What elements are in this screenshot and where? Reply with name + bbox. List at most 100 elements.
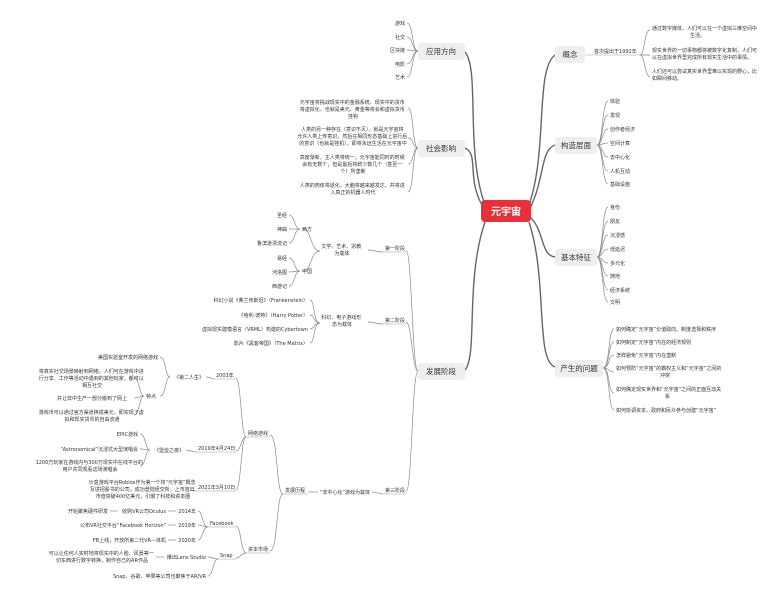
feature-item-connector [596, 220, 609, 258]
impact-branch[interactable]: 社会影响 元宇宙将挑战现实中的金融系统、现实中的货币 将虚拟化、也就是美元、黄金… [297, 99, 465, 196]
feature-item-connector [596, 256, 609, 291]
china-item-2: 河洛图 [272, 269, 287, 276]
y2003-first: 美国实验室开发的网络游戏 [98, 354, 158, 361]
application-label: 应用方向 [426, 46, 456, 56]
layers-label: 构造层面 [561, 140, 591, 150]
impact-label: 社会影响 [426, 143, 456, 153]
problems-label: 产生的问题 [560, 363, 598, 373]
layer-item-1: 体验 [610, 98, 620, 105]
y2003-game: 《第二人生》 [174, 374, 204, 381]
west-item-2: 神曲 [277, 226, 287, 233]
west-item-3: 鲁滨逊漂流记 [257, 240, 287, 247]
concept-label: 概念 [563, 49, 578, 59]
concept-branch[interactable]: 概念 首次提出于1992年 通过数字媒体，人们可以在一个虚拟三维空间中 生活。 … [555, 25, 759, 82]
y2003-feature-3: 游戏币可以通过官方渠道换成美元，即实现了虚 拟和现实货币的自由流通 [39, 409, 146, 423]
y2019-item-1: EPIC游戏 [117, 431, 138, 438]
y2019-item-2: “Astronomical”沉浸式大型演唱会 [61, 446, 138, 453]
impact-item-4: 人类的肉体将退化，大脑将越来越发达，并将进 入真正的机器人时代 [300, 182, 407, 196]
stage3-desc: “非中心化”游戏为载体 [320, 489, 370, 496]
feature-item-connector [596, 206, 609, 258]
layer-item-connector [596, 144, 609, 185]
capital-label: 资本市场 [248, 546, 268, 553]
root-label: 元宇宙 [491, 205, 521, 218]
application-item-4: 电影 [395, 61, 405, 68]
problem-item-6: 如何协调资本、政府和民众参与创建“元宇宙” [616, 407, 717, 414]
y2019-label: 2019年4月24日 [198, 445, 235, 452]
china-item-3: 西游记 [272, 283, 287, 290]
y2003-feature-1: 将真实社交场景映射到网络，人们可在游戏中进 行分享、工作等活动中遇到的其他玩家，… [39, 368, 146, 389]
stage2[interactable]: 第二阶段 科幻、电子游戏形 态为载体 科幻小说《弗兰肯斯坦》（Frankenst… [202, 297, 406, 347]
application-item-2: 社交 [395, 34, 405, 41]
problem-item-5: 如何确定现实世界和“元宇宙”之间的正面互动关 系 [616, 386, 723, 400]
online-games-label: 网络游戏 [248, 430, 268, 437]
y2021-text: 沙盒游戏平台Roblox作为第一个将“元宇宙”概念 写进招股书的公司，成功登陆纽… [89, 479, 198, 500]
feature-item-5: 多元化 [610, 260, 625, 267]
y2003-feature-2: 并让非中生产一部分搬到了网上 [57, 395, 127, 402]
problems-branch[interactable]: 产生的问题 如何确定“元宇宙”价值取向、制度选择和秩序 如何制定“元宇宙”内在的… [555, 326, 723, 414]
stage1[interactable]: 第一阶段 文学、艺术、宗教 为载体 西方 中国 圣经 神曲 鲁滨逊漂流记 易经 … [257, 212, 406, 290]
facebook-label: Facebook [210, 521, 234, 527]
feature-item-4: 低延迟 [610, 246, 625, 253]
stage1-china: 中国 [302, 268, 312, 275]
problem-item-1: 如何确定“元宇宙”价值取向、制度选择和秩序 [616, 326, 716, 333]
feature-item-connector [596, 234, 609, 258]
development-label: 发展阶段 [426, 366, 456, 376]
impact-item-2: 人类的另一种存在（意识不灭），就是元宇宙将 允许人类上传意识，然后在相同形态基础… [297, 126, 409, 147]
y2019-game: 《堡垒之夜》 [154, 447, 184, 454]
stage2-item-1: 科幻小说《弗兰肯斯坦》（Frankenstein） [214, 297, 308, 304]
layer-item-4: 空间计算 [610, 140, 630, 147]
stage2-desc: 科幻、电子游戏形 态为载体 [321, 314, 363, 328]
application-item-5: 艺术 [395, 74, 405, 81]
stage3[interactable]: 第三阶段 “非中心化”游戏为载体 发展历程 网络游戏 2003年 《第二人生》 … [36, 354, 406, 580]
fb-2014-sub: 收购VR公司Oculus [122, 508, 166, 515]
impact-item-1: 元宇宙将挑战现实中的金融系统、现实中的货币 将虚拟化、也就是美元、黄金等将会和虚… [300, 99, 407, 120]
application-item-connector [406, 50, 419, 65]
problem-item-3: 怎样避免“元宇宙”内在垄断 [616, 352, 676, 359]
development-branch[interactable]: 发展阶段 第一阶段 文学、艺术、宗教 为载体 西方 中国 圣经 神曲 鲁滨 [36, 212, 465, 580]
application-item-1: 游戏 [395, 20, 405, 27]
fb-2014-text: 开始聚焦硬件研发 [68, 508, 108, 515]
layer-item-connector [596, 114, 609, 146]
layer-item-connector [596, 100, 609, 146]
y2003-label: 2003年 [216, 372, 234, 379]
fb-2020-text: FB上线，开放所第二代VR—体机 [93, 537, 166, 544]
feature-item-2: 朋友 [610, 218, 620, 225]
layer-item-3: 创作者经济 [610, 126, 635, 133]
snap-studio-desc: 可以让任何人实时地将现实中的人脸、风景等一 切东西进行数字转换，制作自己的AR作… [49, 550, 156, 564]
west-item-1: 圣经 [277, 212, 287, 219]
problem-item-4: 如何预防“元宇宙”的霸权主义和“元宇宙”之间的 冲突 [616, 365, 723, 379]
feature-item-6: 随地 [610, 273, 620, 280]
y2021-label: 2021年3月10日 [198, 484, 235, 491]
fb-year-2019: 2019年 [178, 522, 196, 529]
stage2-item-4: 影片《黑客帝国》（The Matrix） [234, 340, 308, 347]
application-item-connector [406, 22, 419, 52]
main-connectors [464, 51, 556, 371]
root-node[interactable]: 元宇宙 [481, 200, 531, 222]
layer-item-7: 基础设施 [610, 181, 630, 188]
snap-label: Snap [220, 553, 233, 559]
layer-item-5: 去中心化 [610, 154, 630, 161]
feature-item-8: 文明 [610, 299, 620, 306]
features-label: 基本特征 [561, 252, 591, 262]
stage2-item-2: 《哈利·波特》（Harry Potter） [239, 312, 308, 319]
layer-item-connector [596, 128, 609, 146]
stage2-item-3: 虚拟现实建模语言（VRML）构建的Cybertown [202, 326, 308, 333]
impact-item-3: 高度渐新，主人类将统一，元宇宙能同时的时候 会有无数个，但是最后将统少数几个（甚… [300, 154, 407, 175]
layer-item-6: 人机互动 [610, 168, 630, 175]
stage1-desc: 文学、艺术、宗教 为载体 [321, 243, 363, 257]
concept-note-3: 人们还可以尝试真实世界里难以实现的野心，比 如瞬间移动。 [652, 68, 759, 82]
stage1-label: 第一阶段 [385, 245, 405, 252]
fb-year-2014: 2014年 [178, 508, 196, 515]
china-item-1: 易经 [277, 255, 287, 262]
y2003-features-label: 特点 [146, 393, 156, 400]
application-item-3: 区块链 [390, 47, 405, 54]
application-item-connector [406, 36, 419, 52]
stage1-west: 西方 [302, 226, 312, 233]
stage2-label: 第二阶段 [385, 317, 405, 324]
history-label: 发展历程 [285, 487, 305, 494]
y2019-item-3: 1200万玩家在游戏内与300万现实中在线平台的 用户共同观看这场演唱会 [36, 459, 145, 473]
